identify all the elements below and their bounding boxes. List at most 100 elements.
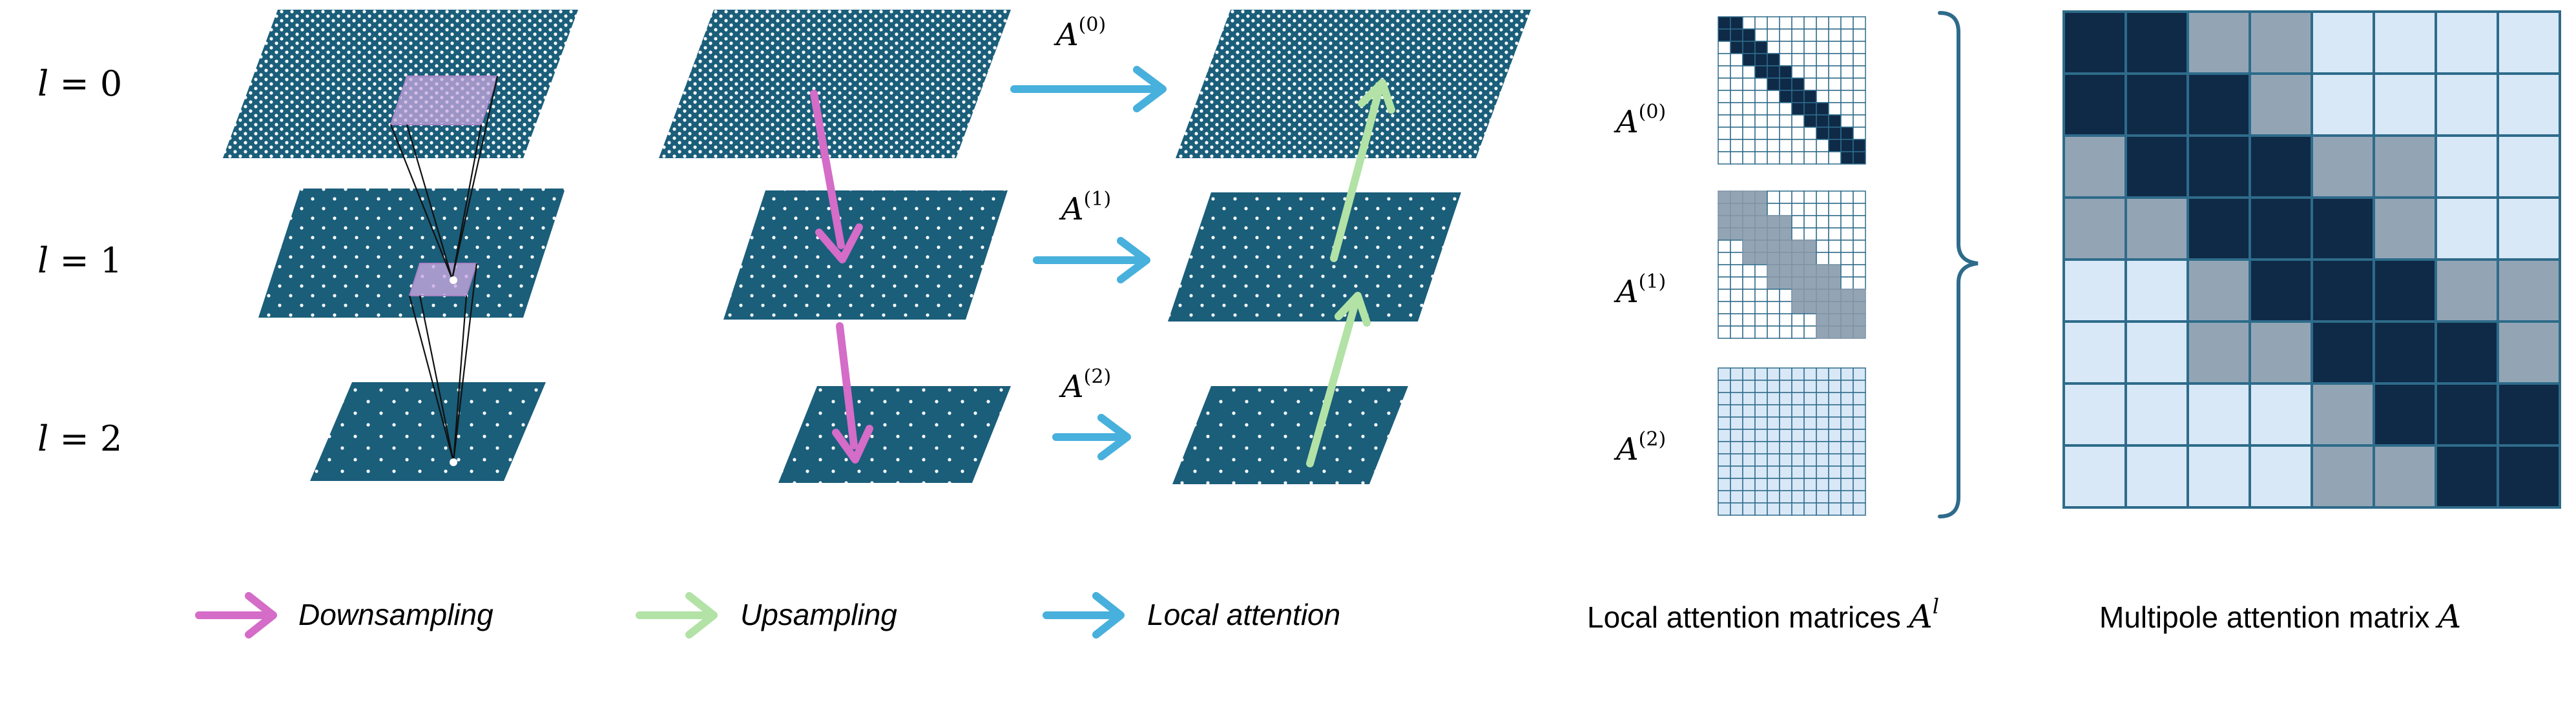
matrix-cell bbox=[1767, 114, 1780, 128]
receptive-field-level-1 bbox=[408, 263, 478, 296]
level-labels: l = 0 l = 1 l = 2 bbox=[37, 63, 122, 459]
matrix-cell bbox=[1791, 190, 1805, 204]
matrix-cell bbox=[1779, 227, 1792, 241]
matrix-cell bbox=[1730, 77, 1743, 91]
query-point-level-2 bbox=[450, 458, 457, 466]
matrix-cell bbox=[1840, 367, 1854, 381]
matrix-cell bbox=[1853, 453, 1866, 467]
matrix-cell bbox=[1791, 392, 1805, 405]
matrix-cell bbox=[1730, 289, 1743, 302]
matrix-cell bbox=[1791, 264, 1805, 278]
matrix-cell bbox=[1791, 478, 1805, 491]
matrix-cell bbox=[1803, 139, 1817, 152]
matrix-cell bbox=[1742, 252, 1756, 265]
multipole-cell bbox=[2311, 444, 2375, 509]
matrix-cell bbox=[1803, 301, 1817, 314]
matrix-cell bbox=[1840, 139, 1854, 152]
matrix-cell bbox=[1840, 127, 1854, 140]
multipole-cell bbox=[2373, 258, 2437, 323]
matrix-cell bbox=[1791, 41, 1805, 54]
plane-up-1 bbox=[1168, 192, 1461, 322]
matrix-cell bbox=[1754, 404, 1768, 418]
matrix-cell bbox=[1853, 65, 1866, 79]
matrix-cell bbox=[1828, 367, 1842, 381]
matrix-cell bbox=[1840, 16, 1854, 30]
plane-up-2 bbox=[1172, 386, 1408, 484]
matrix-cell bbox=[1754, 367, 1768, 381]
matrix-cell bbox=[1718, 102, 1731, 116]
matrix-cell bbox=[1853, 478, 1866, 491]
matrix-cell bbox=[1742, 453, 1756, 467]
matrix-cell bbox=[1718, 127, 1731, 140]
local-matrix-a2 bbox=[1718, 367, 1866, 516]
matrix-cell bbox=[1767, 203, 1780, 216]
matrix-cell bbox=[1718, 416, 1731, 430]
matrix-cell bbox=[1779, 502, 1792, 516]
matrix-cell bbox=[1828, 380, 1842, 393]
matrix-cell bbox=[1767, 90, 1780, 103]
matrix-cell bbox=[1754, 276, 1768, 290]
matrix-cell bbox=[1730, 453, 1743, 467]
matrix-cell bbox=[1754, 139, 1768, 152]
matrix-cell bbox=[1767, 16, 1780, 30]
matrix-cell bbox=[1816, 276, 1829, 290]
matrix-cell bbox=[1816, 227, 1829, 241]
matrix-cell bbox=[1791, 490, 1805, 504]
matrix-cell bbox=[1779, 301, 1792, 314]
matrix-cell bbox=[1779, 203, 1792, 216]
matrix-cell bbox=[1779, 65, 1792, 79]
matrix-cell bbox=[1730, 478, 1743, 491]
matrix-cell bbox=[1828, 28, 1842, 42]
matrix-cell bbox=[1840, 252, 1854, 265]
matrix-cell bbox=[1840, 114, 1854, 128]
matrix-cell bbox=[1718, 240, 1731, 253]
matrix-cell bbox=[1754, 441, 1768, 455]
matrix-cell bbox=[1767, 416, 1780, 430]
matrix-cell bbox=[1828, 139, 1842, 152]
multipole-cell bbox=[2497, 196, 2561, 261]
matrix-cell bbox=[1816, 453, 1829, 467]
matrix-cell bbox=[1816, 139, 1829, 152]
matrix-cell bbox=[1828, 203, 1842, 216]
matrix-cell bbox=[1754, 240, 1768, 253]
matrix-cell bbox=[1767, 502, 1780, 516]
plane-down-0 bbox=[659, 10, 1011, 158]
matrix-cell bbox=[1840, 404, 1854, 418]
matrix-cell bbox=[1791, 252, 1805, 265]
matrix-cell bbox=[1840, 215, 1854, 229]
matrix-cell bbox=[1742, 301, 1756, 314]
matrix-cell bbox=[1803, 453, 1817, 467]
matrix-cell bbox=[1791, 429, 1805, 442]
matrix-cell bbox=[1803, 441, 1817, 455]
local-attention-arrows: A(0) A(1) A(2) bbox=[1010, 14, 1167, 460]
matrix-cell bbox=[1853, 28, 1866, 42]
matrix-cell bbox=[1853, 114, 1866, 128]
matrix-cell bbox=[1754, 252, 1768, 265]
matrix-cell bbox=[1816, 41, 1829, 54]
matrix-cell bbox=[1779, 289, 1792, 302]
matrix-cell bbox=[1718, 404, 1731, 418]
multipole-cell bbox=[2062, 134, 2127, 199]
matrix-cell bbox=[1767, 404, 1780, 418]
matrix-cell bbox=[1718, 190, 1731, 204]
multipole-cell bbox=[2124, 444, 2189, 509]
matrix-cell bbox=[1828, 240, 1842, 253]
matrix-cell bbox=[1853, 392, 1866, 405]
matrix-cell bbox=[1803, 28, 1817, 42]
matrix-cell bbox=[1754, 416, 1768, 430]
matrix-cell bbox=[1718, 325, 1731, 339]
matrix-cell bbox=[1730, 190, 1743, 204]
matrix-cell bbox=[1718, 276, 1731, 290]
matrix-cell bbox=[1791, 367, 1805, 381]
matrix-cell bbox=[1791, 28, 1805, 42]
matrix-cell bbox=[1779, 490, 1792, 504]
matrix-cell bbox=[1791, 90, 1805, 103]
matrix-cell bbox=[1816, 102, 1829, 116]
matrix-cell bbox=[1779, 429, 1792, 442]
matrix-cell bbox=[1742, 404, 1756, 418]
multipole-cell bbox=[2373, 134, 2437, 199]
matrix-cell bbox=[1803, 289, 1817, 302]
matrix-cell bbox=[1767, 240, 1780, 253]
matrix-cell bbox=[1742, 28, 1756, 42]
matrix-cell bbox=[1718, 478, 1731, 491]
